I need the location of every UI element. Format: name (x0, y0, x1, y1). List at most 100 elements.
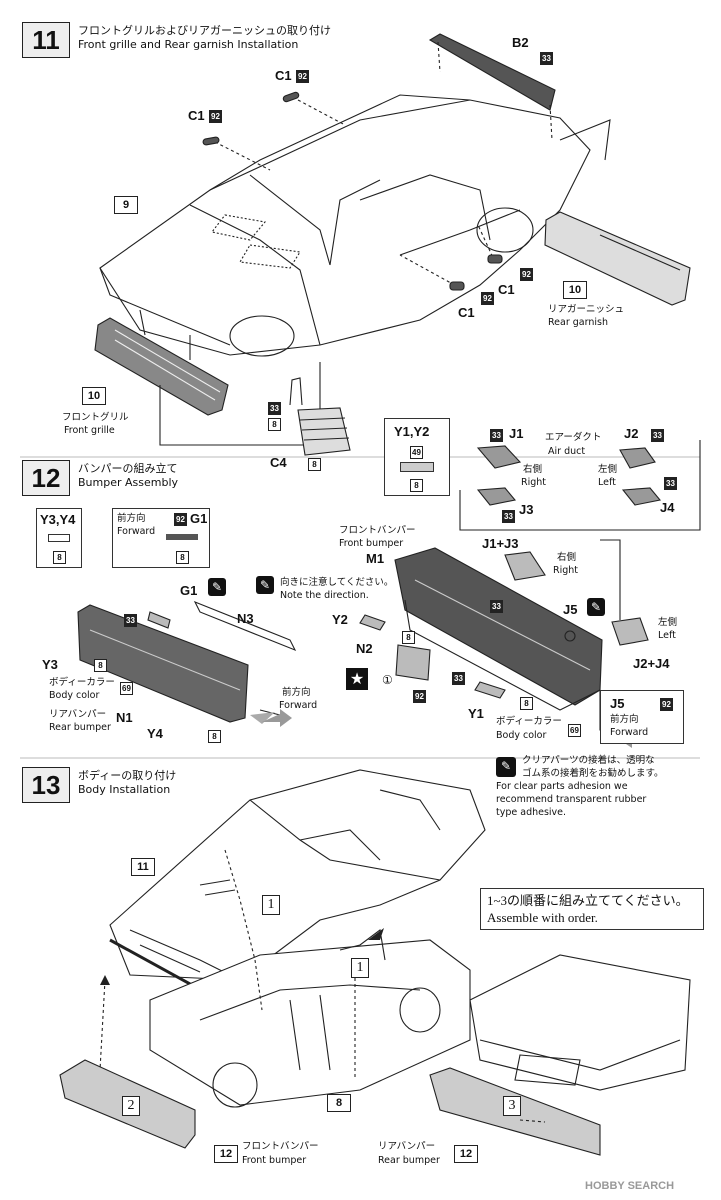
rear-bumper-part (77, 600, 297, 723)
paint-code-badge: 8 (410, 479, 423, 492)
body-color-label-jp: ボディーカラー (49, 677, 115, 688)
air-duct-label-jp: エアーダクト (545, 432, 602, 443)
front-bumper-part (359, 547, 681, 731)
front-bumper-part-number: 12 (214, 1145, 238, 1163)
step-13-number: 13 (22, 767, 70, 803)
paint-code-badge: 8 (308, 458, 321, 471)
left-label-en: Left (598, 477, 616, 488)
air-duct-label-en: Air duct (548, 446, 586, 457)
left-label-jp: 左側 (658, 617, 678, 628)
paint-code-badge: 8 (268, 418, 281, 431)
paint-code-badge: 8 (176, 551, 189, 564)
clear-parts-note-en: type adhesive. (496, 807, 567, 818)
paint-code-badge: 33 (540, 52, 553, 65)
part-j1-label: J1 (509, 426, 524, 441)
assembly-order-note: 1~3の順番に組み立ててください。 Assemble with order. (480, 888, 704, 930)
paint-code-badge: 33 (124, 614, 137, 627)
paint-code-badge: 33 (651, 429, 664, 442)
forward-label-en: Forward (117, 526, 156, 537)
clear-parts-note-jp: ゴム系の接着剤をお勧めします。 (522, 768, 664, 779)
step-12-title-jp: バンパーの組み立て (78, 462, 178, 475)
paint-code-badge: 33 (490, 600, 503, 613)
paint-code-badge: 8 (53, 551, 66, 564)
part-g1-shape (166, 534, 198, 540)
part-j5-label-b: J5 (610, 696, 625, 711)
part-c4-label: C4 (270, 455, 287, 470)
paint-code-badge: 92 (481, 292, 494, 305)
clear-parts-note-en: recommend transparent rubber (496, 794, 647, 805)
part-c1-label: C1 (498, 282, 515, 297)
front-bumper-label-en: Front bumper (242, 1155, 307, 1166)
part-c1-label: C1 (458, 305, 475, 320)
paint-code-badge: 69 (120, 682, 133, 695)
paint-code-badge: 33 (502, 510, 515, 523)
part-y1-y2-shape (400, 462, 434, 472)
car-body-step11 (99, 33, 591, 357)
paint-code-badge: 92 (296, 70, 309, 83)
order-note-en: Assemble with order. (487, 910, 598, 925)
part-c1-label: C1 (275, 68, 292, 83)
part-y1-y2-label: Y1,Y2 (394, 424, 430, 439)
paint-code-badge: 92 (209, 110, 222, 123)
paint-code-badge: 8 (520, 697, 533, 710)
paint-code-badge: 92 (520, 268, 533, 281)
left-label-en: Left (658, 630, 676, 641)
step-13-title-jp: ボディーの取り付け (78, 769, 177, 782)
part-y2-label: Y2 (332, 612, 348, 627)
front-bumper-label-jp: フロントバンパー (339, 525, 416, 536)
right-label-en: Right (553, 565, 579, 576)
part-j4-label: J4 (660, 500, 675, 515)
part-y3-label: Y3 (42, 657, 58, 672)
order-marker-3: 3 (503, 1096, 521, 1116)
part-g1-label-b: G1 (180, 583, 198, 598)
order-marker-2: 2 (122, 1096, 140, 1116)
part-j5-label: J5 (563, 602, 578, 617)
body-color-label-en: Body color (496, 730, 547, 741)
paint-code-badge: 92 (660, 698, 673, 711)
right-label-jp: 右側 (523, 464, 543, 475)
paint-code-badge: 8 (208, 730, 221, 743)
forward-label-jp: 前方向 (117, 513, 146, 524)
direction-note-en: Note the direction. (280, 590, 369, 601)
part-n1-label: N1 (116, 710, 133, 725)
forward-label-jp: 前方向 (282, 687, 311, 698)
part-n3-label: N3 (237, 611, 254, 626)
rear-bumper-label-jp: リアバンパー (378, 1141, 436, 1152)
rear-bumper-label-jp: リアバンパー (49, 709, 107, 720)
order-marker-1: 1 (351, 958, 369, 978)
order-note-jp: 1~3の順番に組み立ててください。 (487, 893, 689, 908)
paint-code-badge: 33 (268, 402, 281, 415)
forward-label-en: Forward (610, 727, 649, 738)
step-11-title-jp: フロントグリルおよびリアガーニッシュの取り付け (78, 24, 331, 37)
part-n2-label: N2 (356, 641, 373, 656)
grille-label-en: Front grille (64, 425, 115, 436)
step-11-number: 11 (22, 22, 70, 58)
adhesive-icon: ✎ (208, 578, 226, 596)
paint-code-badge: 69 (568, 724, 581, 737)
part-b2-label: B2 (512, 35, 529, 50)
part-j2-label: J2 (624, 426, 639, 441)
part-j1-j3-label: J1+J3 (482, 536, 519, 551)
clear-parts-note-jp: クリアパーツの接着は、透明な (522, 755, 655, 766)
part-m1-label: M1 (366, 551, 385, 566)
paint-code-badge: 92 (413, 690, 426, 703)
direction-note-jp: 向きに注意してください。 (280, 577, 394, 588)
part-y1-label: Y1 (468, 706, 484, 721)
step-13-title-en: Body Installation (78, 783, 171, 796)
part-c1-label: C1 (188, 108, 205, 123)
front-grille-part (94, 309, 321, 446)
rear-garnish-part (544, 119, 691, 306)
step-12-title-en: Bumper Assembly (78, 476, 179, 489)
body-part-number: 11 (131, 858, 155, 876)
circle-1-marker: ① (382, 673, 393, 687)
rear-bumper-part-number: 12 (454, 1145, 478, 1163)
garnish-label-jp: リアガーニッシュ (548, 304, 625, 315)
chassis-part-number: 8 (327, 1094, 351, 1112)
body-color-label-jp: ボディーカラー (496, 716, 562, 727)
step-11-title-en: Front grille and Rear garnish Installati… (78, 38, 299, 51)
body-part-number: 9 (114, 196, 138, 214)
front-bumper-label-en: Front bumper (339, 538, 404, 549)
rear-bumper-label-en: Rear bumper (378, 1155, 440, 1166)
body-chassis-step13 (59, 769, 691, 1156)
